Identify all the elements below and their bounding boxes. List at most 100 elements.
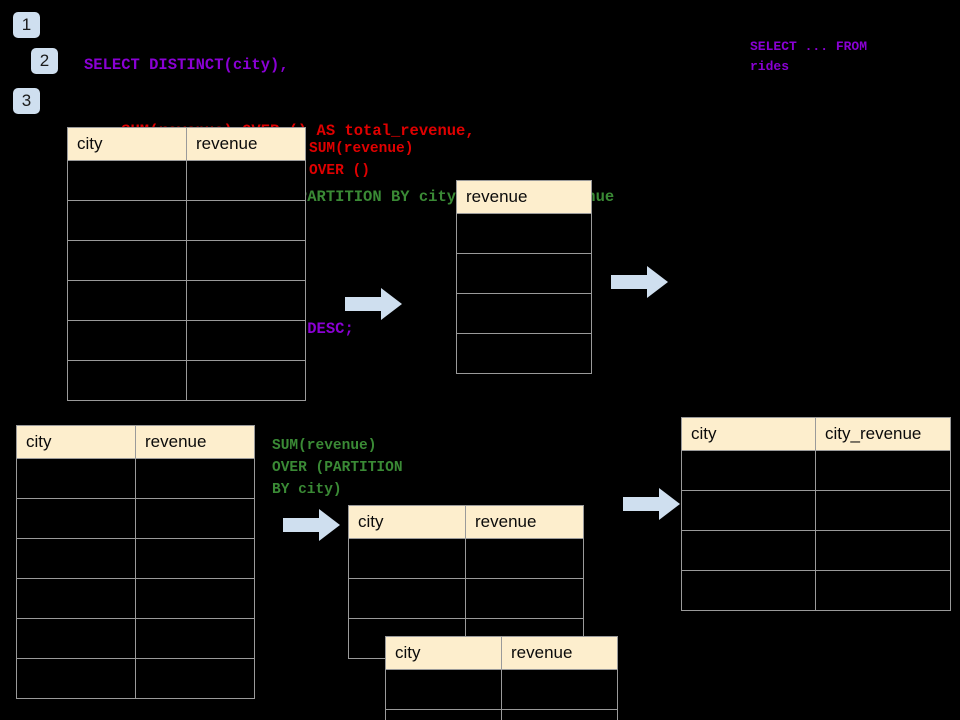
table-row	[681, 530, 951, 571]
table-row	[456, 333, 592, 374]
column-header-revenue: revenue	[456, 180, 592, 214]
table-header-row: city revenue	[348, 505, 584, 539]
step-badge-1[interactable]: 1	[13, 12, 40, 38]
cell-revenue	[186, 160, 306, 201]
cell-city	[16, 458, 136, 499]
cell-city	[681, 450, 816, 491]
arrow-total-to-result	[611, 265, 669, 299]
cell-revenue	[186, 280, 306, 321]
table-row	[681, 450, 951, 491]
cell-city	[385, 669, 502, 710]
table-row	[348, 578, 584, 619]
table-row	[16, 498, 255, 539]
column-header-revenue: revenue	[465, 505, 584, 539]
column-header-revenue: revenue	[186, 127, 306, 161]
cell-revenue	[186, 240, 306, 281]
table-row	[67, 320, 306, 361]
partition-group-table-a: city revenue	[348, 505, 584, 659]
table-header-row: city revenue	[67, 127, 306, 161]
column-header-revenue: revenue	[501, 636, 618, 670]
table-row	[67, 280, 306, 321]
column-header-city-revenue: city_revenue	[815, 417, 951, 451]
cell-revenue	[456, 213, 592, 254]
cell-city	[16, 618, 136, 659]
cell-city	[67, 200, 187, 241]
cell-city	[681, 530, 816, 571]
cell-revenue	[501, 669, 618, 710]
cell-city	[348, 578, 466, 619]
table-row	[16, 578, 255, 619]
cell-city	[67, 280, 187, 321]
annotation-sum-over-empty: SUM(revenue) OVER ()	[309, 141, 414, 179]
partition-group-table-b: city revenue	[385, 636, 618, 720]
cell-revenue	[135, 618, 255, 659]
cell-city	[67, 320, 187, 361]
table-header-row: city revenue	[385, 636, 618, 670]
annotation-sum-over-partition: SUM(revenue) OVER (PARTITION BY city)	[272, 438, 403, 498]
cell-city	[16, 578, 136, 619]
cell-revenue	[456, 333, 592, 374]
column-header-city: city	[67, 127, 187, 161]
column-header-revenue: revenue	[135, 425, 255, 459]
cell-revenue	[186, 200, 306, 241]
final-result-table: city city_revenue	[681, 417, 951, 611]
cell-revenue	[501, 709, 618, 720]
table-row	[385, 709, 618, 720]
arrow-partition-to-result	[623, 487, 681, 521]
cell-revenue	[135, 658, 255, 699]
cell-revenue	[465, 578, 584, 619]
cell-city	[67, 360, 187, 401]
table-row	[16, 618, 255, 659]
table-row	[456, 253, 592, 294]
cell-city	[67, 160, 187, 201]
cell-city	[16, 658, 136, 699]
table-row	[456, 213, 592, 254]
cell-revenue	[465, 538, 584, 579]
table-row	[681, 490, 951, 531]
column-header-city: city	[16, 425, 136, 459]
cell-city	[16, 498, 136, 539]
cell-city	[67, 240, 187, 281]
cell-city	[16, 538, 136, 579]
column-header-city: city	[681, 417, 816, 451]
cell-city	[681, 570, 816, 611]
table-row	[16, 458, 255, 499]
cell-revenue	[135, 498, 255, 539]
sql-line-select: SELECT DISTINCT(city),	[84, 56, 289, 74]
table-header-row: city revenue	[16, 425, 255, 459]
cell-revenue	[135, 458, 255, 499]
table-row	[681, 570, 951, 611]
table-row	[456, 293, 592, 334]
table-row	[16, 538, 255, 579]
cell-revenue	[135, 538, 255, 579]
cell-city	[385, 709, 502, 720]
cell-revenue	[186, 360, 306, 401]
step-badge-2[interactable]: 2	[31, 48, 58, 74]
cell-city-revenue	[815, 490, 951, 531]
cell-revenue	[135, 578, 255, 619]
cell-city	[681, 490, 816, 531]
table-row	[16, 658, 255, 699]
cell-revenue	[186, 320, 306, 361]
cell-city-revenue	[815, 570, 951, 611]
cell-city-revenue	[815, 450, 951, 491]
table-row	[348, 538, 584, 579]
arrow-source-to-partition	[283, 508, 341, 542]
table-header-row: city city_revenue	[681, 417, 951, 451]
column-header-city: city	[348, 505, 466, 539]
side-note-select-from-rides: SELECT ... FROM rides	[750, 39, 868, 74]
table-row	[67, 160, 306, 201]
table-row	[67, 240, 306, 281]
table-row	[67, 360, 306, 401]
step-badge-3[interactable]: 3	[13, 88, 40, 114]
rides-source-table-top: city revenue	[67, 127, 306, 401]
table-header-row: revenue	[456, 180, 592, 214]
cell-city	[348, 538, 466, 579]
cell-city-revenue	[815, 530, 951, 571]
column-header-city: city	[385, 636, 502, 670]
cell-revenue	[456, 293, 592, 334]
rides-source-table-bottom: city revenue	[16, 425, 255, 699]
arrow-source-to-total	[345, 287, 403, 321]
total-revenue-table: revenue	[456, 180, 592, 374]
